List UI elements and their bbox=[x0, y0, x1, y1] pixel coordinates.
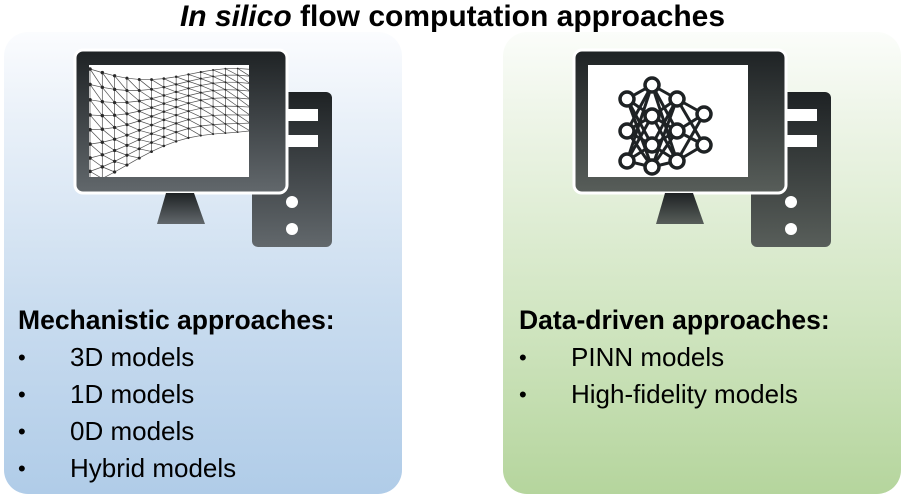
bullet: • bbox=[18, 419, 26, 444]
list-item: • 0D models bbox=[18, 413, 236, 450]
bullet: • bbox=[18, 345, 26, 370]
bullet: • bbox=[18, 456, 26, 481]
list-item: • 1D models bbox=[18, 376, 236, 413]
list-item: • PINN models bbox=[519, 339, 798, 376]
list-item: • Hybrid models bbox=[18, 450, 236, 487]
mechanistic-heading: Mechanistic approaches: bbox=[18, 305, 335, 335]
data-driven-list: • PINN models • High-fidelity models bbox=[519, 339, 798, 413]
item-label: 3D models bbox=[70, 342, 195, 372]
computer-mesh-icon bbox=[73, 48, 332, 247]
list-item: • High-fidelity models bbox=[519, 376, 798, 413]
computer-neural-network-icon bbox=[572, 48, 831, 247]
title-rest: flow computation approaches bbox=[300, 0, 726, 33]
item-label: High-fidelity models bbox=[571, 379, 798, 409]
item-label: 0D models bbox=[70, 416, 195, 446]
bullet: • bbox=[519, 382, 527, 407]
bullet: • bbox=[18, 382, 26, 407]
data-driven-panel: Data-driven approaches: • PINN models • Hi… bbox=[503, 32, 901, 494]
data-driven-heading: Data-driven approaches: bbox=[519, 305, 830, 335]
title-italic: In silico bbox=[179, 0, 292, 33]
item-label: PINN models bbox=[571, 342, 725, 372]
mechanistic-panel: Mechanistic approaches: • 3D models • 1D m… bbox=[4, 32, 402, 494]
neural-network-graphic bbox=[618, 76, 713, 176]
item-label: 1D models bbox=[70, 379, 195, 409]
list-item: • 3D models bbox=[18, 339, 236, 376]
figure-title: In silico flow computation approaches bbox=[0, 0, 905, 34]
bullet: • bbox=[519, 345, 527, 370]
mechanistic-list: • 3D models • 1D models • 0D models • Hybrid… bbox=[18, 339, 236, 487]
item-label: Hybrid models bbox=[70, 453, 237, 483]
